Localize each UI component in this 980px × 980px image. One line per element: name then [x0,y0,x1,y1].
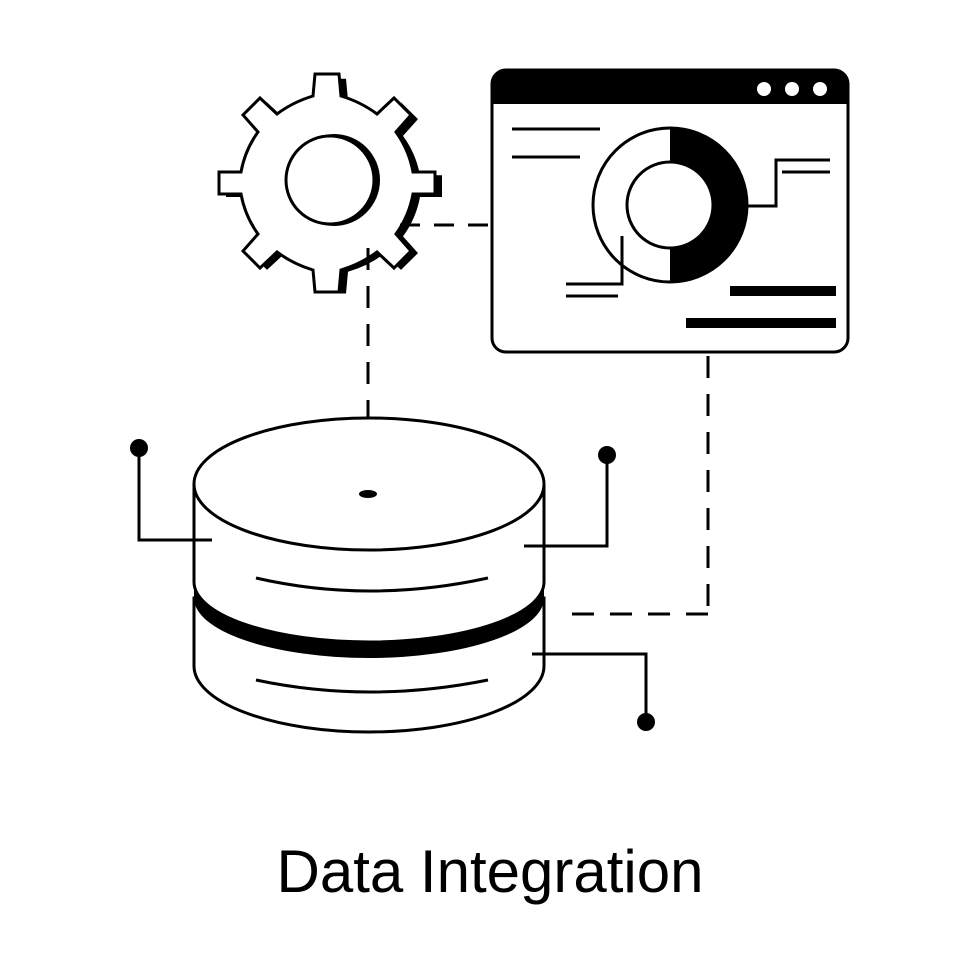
donut-chart-icon [591,126,749,284]
browser-window-chart-icon [490,68,850,354]
circuit-node-left [130,439,212,542]
circuit-node-right-top [524,446,616,548]
window-dot-icon [813,82,827,96]
circuit-node-right-bottom [532,652,655,731]
database-icon [192,416,546,734]
window-dot-icon [785,82,799,96]
gear-icon [217,72,442,294]
connector-window-database [556,356,710,616]
caption-title: Data Integration [276,838,704,905]
window-dot-icon [757,82,771,96]
